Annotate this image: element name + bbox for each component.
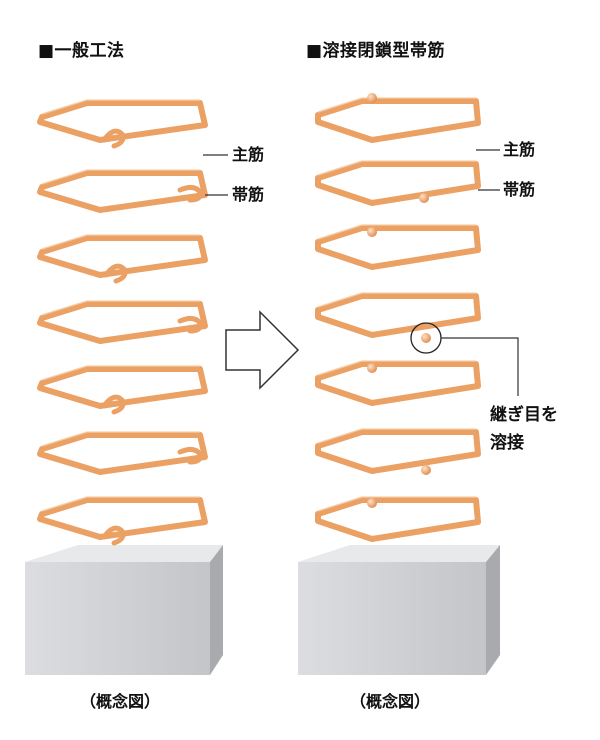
right-column — [298, 89, 500, 675]
right-front-main-bars — [317, 105, 459, 598]
left-concrete-base — [25, 545, 223, 675]
weld-note-line2: 溶接 — [490, 433, 524, 453]
left-front-main-bars — [42, 109, 181, 601]
right-hoop-label: 帯筋 — [503, 180, 536, 199]
right-outline-arrow-icon — [225, 310, 300, 390]
left-hoop-label: 帯筋 — [232, 185, 265, 204]
left-caption: （概念図） — [80, 692, 161, 711]
left-hoop-hooks — [101, 128, 203, 546]
right-main-bar-label: 主筋 — [503, 140, 536, 159]
right-heading: ■溶接閉鎖型帯筋 — [306, 41, 446, 61]
weld-callout-leader — [441, 337, 519, 396]
left-back-main-bars — [75, 89, 203, 558]
left-main-bar-label: 主筋 — [232, 145, 265, 164]
left-column — [25, 89, 223, 675]
right-concrete-base — [298, 545, 500, 675]
right-caption: （概念図） — [350, 692, 431, 711]
left-heading: ■一般工法 — [38, 41, 125, 61]
weld-note-line1: 継ぎ目を — [490, 405, 558, 425]
